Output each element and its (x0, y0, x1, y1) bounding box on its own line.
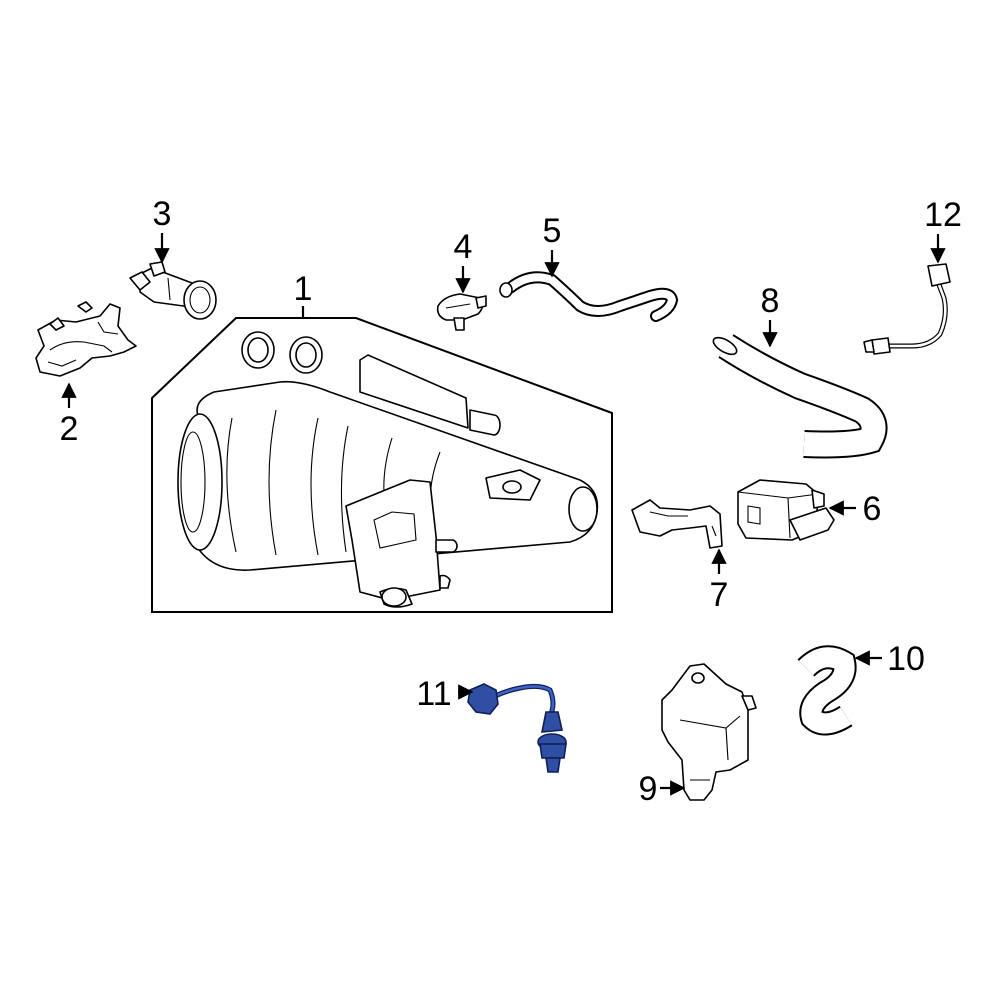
part-5-hose[interactable] (499, 271, 679, 322)
part-6-purge-valve[interactable] (737, 479, 835, 541)
callout-8: 8 (761, 282, 780, 348)
callout-number: 1 (294, 270, 313, 308)
callout-1: 1 (294, 270, 313, 318)
callout-3: 3 (153, 195, 172, 264)
part-12-sensor[interactable] (863, 263, 951, 355)
part-8-hose[interactable] (711, 334, 888, 459)
part-7-bracket[interactable] (631, 499, 723, 549)
callout-7: 7 (710, 548, 729, 614)
callout-number: 3 (153, 195, 172, 233)
part-2-bracket[interactable] (35, 301, 137, 377)
callout-number: 10 (887, 640, 925, 678)
callout-number: 9 (639, 770, 658, 808)
callout-number: 4 (454, 228, 473, 266)
o-ring-left (241, 331, 275, 369)
part-1-frame (151, 317, 613, 613)
o-ring-right (289, 336, 323, 374)
callout-number: 8 (761, 282, 780, 320)
callout-number: 7 (710, 576, 729, 614)
callout-number: 11 (416, 675, 451, 713)
callout-6: 6 (828, 490, 882, 528)
callout-10: 10 (854, 640, 925, 678)
callout-number: 2 (60, 410, 79, 448)
part-1-canister-assembly[interactable] (151, 317, 613, 613)
part-3-valve[interactable] (129, 261, 217, 320)
callout-2: 2 (60, 382, 79, 448)
callout-4: 4 (454, 228, 473, 294)
part-11-sensor-highlighted[interactable] (467, 683, 567, 773)
callout-11: 11 (416, 675, 474, 713)
callout-number: 5 (543, 212, 562, 250)
callout-9: 9 (639, 770, 686, 808)
callout-number: 6 (863, 490, 882, 528)
callout-5: 5 (543, 212, 562, 278)
part-4-connector[interactable] (436, 293, 487, 331)
part-10-hose[interactable] (797, 645, 857, 736)
canister-body (177, 354, 599, 608)
callout-number: 12 (924, 196, 962, 234)
callout-12: 12 (924, 196, 962, 264)
part-9-sensor[interactable] (661, 663, 757, 801)
